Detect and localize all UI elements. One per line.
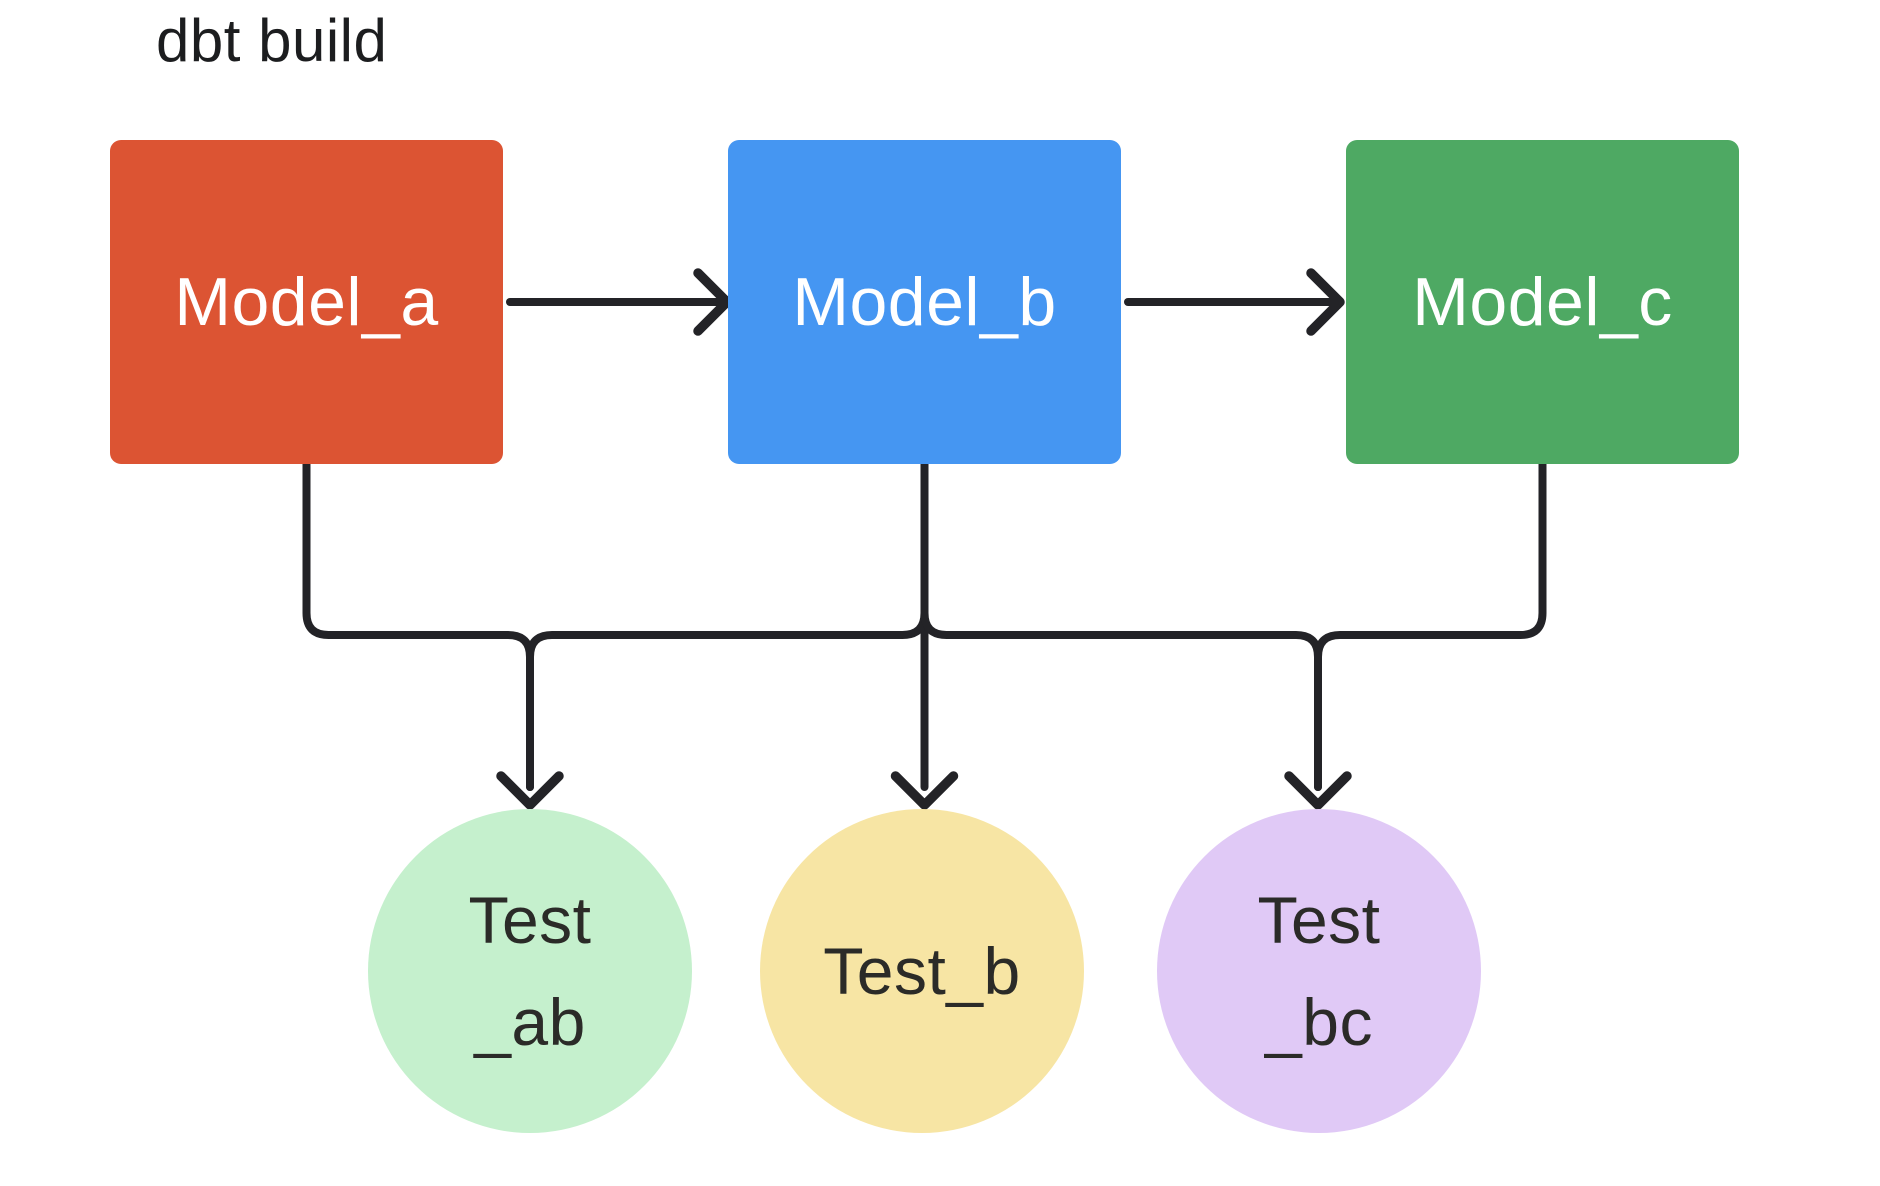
node-test-bc-label-line2: _bc [1265,985,1373,1059]
edge-model-a-to-test-ab [302,460,534,791]
node-model-c-label: Model_c [1412,264,1673,340]
node-test-b: Test_b [760,809,1084,1133]
node-test-ab-label-line2: _ab [474,985,586,1059]
edge-model-b-to-test-bc [920,460,1322,791]
node-test-bc: Test _bc [1157,809,1481,1133]
node-test-ab-label-line1: Test [468,882,592,957]
edge-model-c-to-test-bc [1314,460,1547,791]
node-test-b-label-line1: Test_b [823,933,1021,1008]
arrowhead-model-c-icon [1306,268,1345,336]
connectors [302,268,1547,810]
edge-model-b-to-test-ab [526,460,929,791]
node-test-ab: Test _ab [368,809,692,1133]
node-model-a-label: Model_a [174,264,439,340]
arrowhead-test-bc-icon [1284,771,1352,810]
node-test-bc-label-line1: Test [1257,882,1381,957]
node-model-a: Model_a [110,140,503,464]
page-title: dbt build [156,7,388,74]
arrowhead-test-ab-icon [496,771,564,810]
arrowhead-model-b-icon [693,268,732,336]
node-model-c: Model_c [1346,140,1739,464]
node-model-b-label: Model_b [792,264,1057,340]
arrowhead-test-b-icon [890,771,959,810]
node-model-b: Model_b [728,140,1121,464]
